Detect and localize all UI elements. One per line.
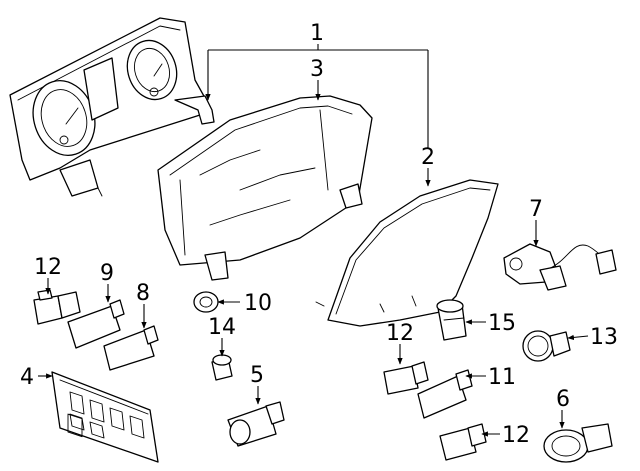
sensor-harness <box>503 243 617 291</box>
switch-5 <box>227 401 285 447</box>
callout-5: 5 <box>250 363 264 388</box>
switch-12-left <box>33 289 81 325</box>
switch-9 <box>67 299 125 349</box>
callout-4: 4 <box>20 365 34 390</box>
button-13 <box>522 330 571 362</box>
callout-6: 6 <box>556 387 570 412</box>
callout-7: 7 <box>529 197 543 222</box>
switch-12-middle <box>383 361 429 395</box>
bulb-14 <box>211 354 233 381</box>
callout-12a: 12 <box>34 255 62 280</box>
callouts: 1 3 2 7 12 9 8 10 14 4 5 12 15 13 11 6 1… <box>20 21 618 448</box>
callout-15: 15 <box>488 311 516 336</box>
cluster-lens <box>315 179 499 327</box>
callout-1: 1 <box>310 21 324 46</box>
cluster-housing <box>157 95 373 281</box>
bulb-10 <box>193 291 219 313</box>
switch-8 <box>103 325 159 371</box>
callout-11: 11 <box>488 365 516 390</box>
leader-lines <box>38 44 589 437</box>
callout-8: 8 <box>136 281 150 306</box>
callout-14: 14 <box>208 315 236 340</box>
switch-panel-4 <box>51 371 159 463</box>
knob-15 <box>436 299 467 341</box>
callout-3: 3 <box>310 57 324 82</box>
callout-12c: 12 <box>502 423 530 448</box>
callout-12b: 12 <box>386 321 414 346</box>
switch-12-bottom <box>439 423 487 461</box>
callout-9: 9 <box>100 261 114 286</box>
callout-13: 13 <box>590 325 618 350</box>
instrument-cluster <box>9 17 215 197</box>
start-button-6 <box>543 423 613 463</box>
callout-10: 10 <box>244 291 272 316</box>
callout-2: 2 <box>421 145 435 170</box>
